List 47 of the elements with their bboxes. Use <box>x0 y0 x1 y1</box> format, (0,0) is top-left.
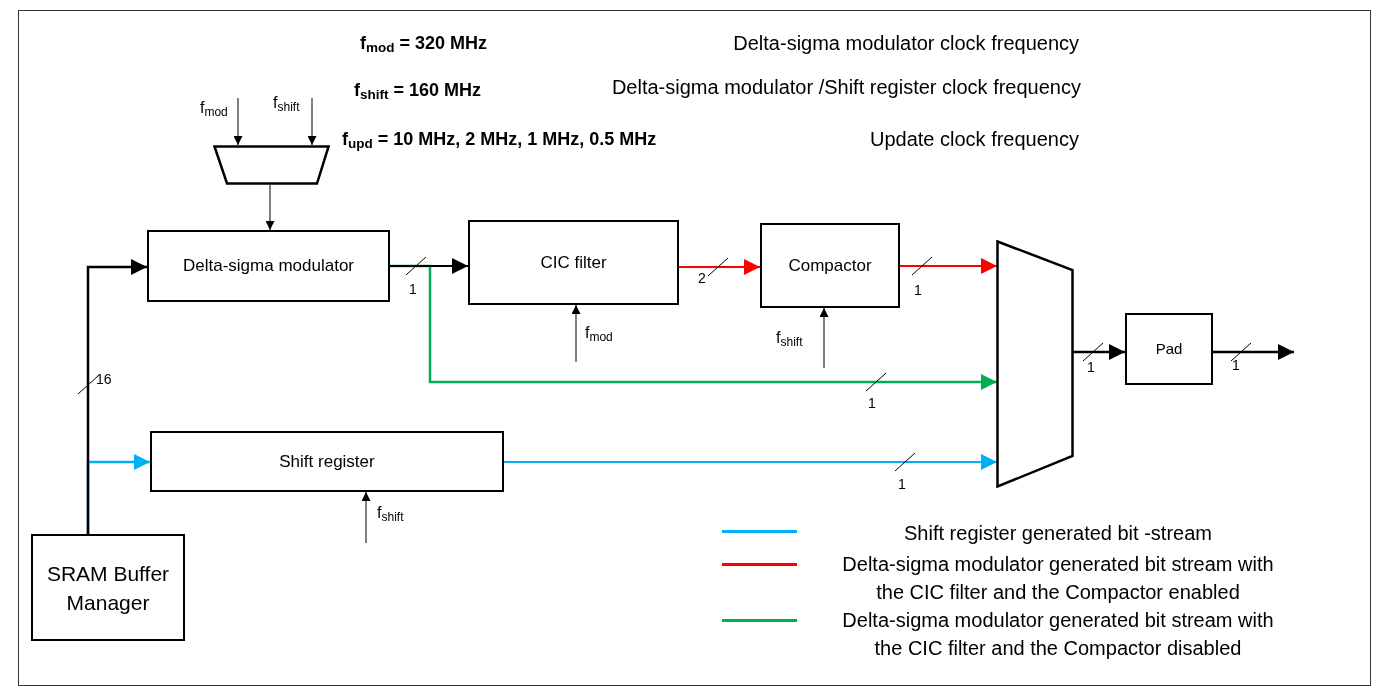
legend-text: Delta-sigma modulator generated bit stream with the CIC filter and the Compactor disabled <box>841 608 1275 661</box>
arrow <box>86 259 147 534</box>
frequency-description: Delta-sigma modulator clock frequency <box>733 31 1079 56</box>
arrow <box>1213 344 1294 360</box>
edge-label: 1 <box>898 477 906 491</box>
arrow <box>361 491 371 544</box>
block-box <box>760 223 900 308</box>
block-label: Delta-sigma modulator <box>183 255 354 278</box>
edge-label: f$_{shift}$ <box>776 330 803 346</box>
block-label: SRAM Buffer Manager <box>45 560 171 616</box>
arrow <box>571 304 581 363</box>
edge-label: 1 <box>868 396 876 410</box>
edge-label: 1 <box>1087 360 1095 374</box>
arrow <box>233 97 243 146</box>
block-box <box>31 534 185 641</box>
frequency-formula: f$_{upd}$ = 10 MHz, 2 MHz, 1 MHz, 0.5 MHz <box>342 128 657 151</box>
frequency-formula: f$_{shift}$ = 160 MHz <box>354 79 482 102</box>
block-box <box>1125 313 1213 385</box>
arrow <box>503 454 998 470</box>
arrow <box>899 258 998 274</box>
legend-text: Shift register generated bit -stream <box>903 521 1213 546</box>
edge-label: f$_{mod}$ <box>200 100 228 116</box>
edge-label: f$_{shift}$ <box>377 505 404 521</box>
edge-label: 2 <box>698 271 706 285</box>
edge-label: 16 <box>96 372 112 386</box>
edge-label: f$_{mod}$ <box>585 325 613 341</box>
arrow <box>307 97 317 146</box>
block-box <box>468 220 679 305</box>
block-label: Compactor <box>788 254 872 277</box>
edge-label: f$_{shift}$ <box>273 95 300 111</box>
legend-text: Delta-sigma modulator generated bit stream with the CIC filter and the Compactor enabled <box>841 552 1275 605</box>
block-box <box>150 431 504 492</box>
block-label: Pad <box>1155 338 1183 359</box>
arrow <box>265 184 275 231</box>
frequency-formula: f$_{mod}$ = 320 MHz <box>360 32 488 55</box>
edge-label: 1 <box>1232 358 1240 372</box>
edge-label: 1 <box>409 282 417 296</box>
block-label: CIC filter <box>540 251 607 274</box>
arrow <box>389 258 469 274</box>
block-label: Shift register <box>279 450 375 473</box>
frequency-description: Delta-sigma modulator /Shift register clock frequency <box>611 75 1081 100</box>
edge-label: 1 <box>914 283 922 297</box>
frequency-description: Update clock frequency <box>870 127 1079 152</box>
arrow <box>678 259 761 275</box>
arrow <box>819 307 829 369</box>
block-box <box>147 230 390 302</box>
arrow <box>1073 344 1125 360</box>
